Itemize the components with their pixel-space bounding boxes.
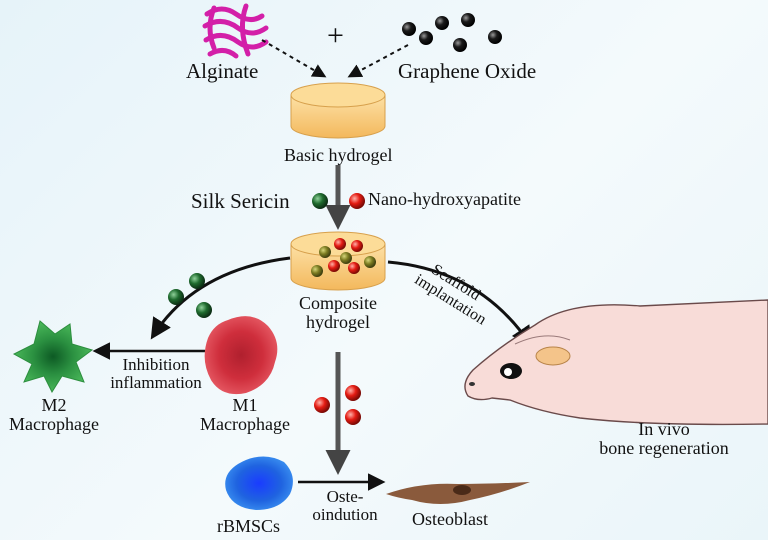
composite-hydrogel-disc-icon [290, 231, 386, 291]
silk-sericin-bead-icon [312, 193, 328, 209]
composite-label-line1: Composite [298, 293, 377, 313]
in-vivo-line2: bone regeneration [599, 437, 729, 458]
composite-label-line2: hydrogel [306, 311, 370, 332]
osteoinduction-label: Oste- oindution [300, 488, 390, 524]
graphene-oxide-arrow [347, 44, 409, 78]
inhibition-line1: Inhibition [122, 355, 190, 374]
osteoblast-label: Osteoblast [412, 509, 488, 529]
osteoblast-cell-icon [386, 482, 530, 504]
osteo-line2: oindution [312, 504, 378, 524]
m1-macrophage-label: M1 Macrophage [185, 396, 305, 434]
m2-macrophage-label: M2 Macrophage [0, 396, 108, 434]
in-vivo-line1: In vivo [638, 419, 690, 439]
silk-sericin-label: Silk Sericin [191, 189, 290, 213]
m2-line1: M2 [41, 395, 67, 415]
nano-hydroxyapatite-label: Nano-hydroxyapatite [368, 189, 521, 209]
basic-hydrogel-disc-icon [290, 82, 386, 139]
nano-hydroxyapatite-beads-icon [314, 385, 361, 425]
basic-hydrogel-label: Basic hydrogel [284, 145, 393, 165]
m1-line1: M1 [232, 395, 258, 415]
m2-macrophage-icon [12, 320, 94, 394]
osteo-line1: Oste- [326, 487, 364, 506]
rat-icon [464, 299, 768, 426]
m1-line2: Macrophage [200, 413, 290, 434]
graphene-oxide-label: Graphene Oxide [398, 59, 537, 83]
inhibition-inflammation-label: Inhibition inflammation [96, 356, 216, 392]
alginate-arrow [261, 39, 327, 78]
composite-to-macrophage-arrow [150, 256, 291, 340]
plus-sign: + [327, 19, 344, 52]
nano-hydroxyapatite-bead-icon [349, 193, 365, 209]
in-vivo-label: In vivo bone regeneration [574, 420, 754, 458]
composite-hydrogel-label: Composite hydrogel [290, 294, 386, 332]
alginate-label: Alginate [186, 59, 259, 83]
alginate-molecule-icon [202, 3, 269, 59]
m1-macrophage-icon [204, 316, 278, 395]
m2-line2: Macrophage [9, 413, 99, 434]
silk-sericin-beads-icon [168, 273, 212, 318]
inhibition-line2: inflammation [110, 372, 202, 392]
scaffold-implantation-arrow [387, 260, 533, 348]
rbmscs-label: rBMSCs [217, 516, 281, 536]
rbmsc-cell-icon [225, 456, 293, 510]
graphene-oxide-particles-icon [402, 13, 502, 52]
